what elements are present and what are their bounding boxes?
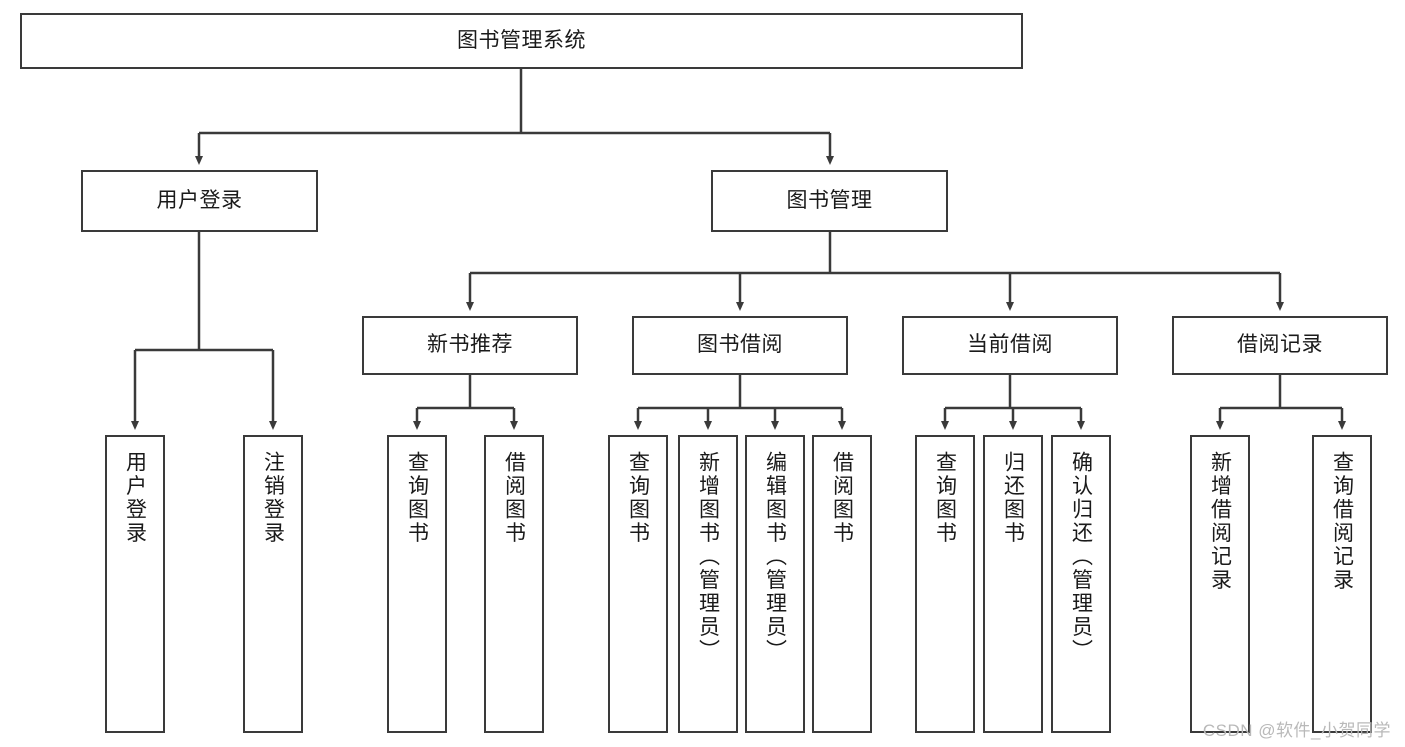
node-borrow-record[interactable]: 借阅记录 (1172, 316, 1388, 375)
node-book-borrow-label: 图书借阅 (697, 333, 783, 357)
node-current-borrow-label: 当前借阅 (967, 333, 1053, 357)
node-leaf-add-book[interactable]: 新增图书（管理员） (678, 435, 738, 733)
node-leaf-query-book-rec[interactable]: 查询图书 (387, 435, 447, 733)
node-root[interactable]: 图书管理系统 (20, 13, 1023, 69)
node-user-login-label: 用户登录 (156, 188, 243, 212)
edge-group-book-manage (466, 232, 1284, 311)
node-leaf-add-book-label: 新增图书（管理员） (696, 451, 720, 663)
node-current-borrow[interactable]: 当前借阅 (902, 316, 1118, 375)
edge-group-borrow-record (1216, 375, 1346, 430)
node-leaf-query-book-borrow[interactable]: 查询图书 (608, 435, 668, 733)
edge-group-new-book-recommend (413, 375, 518, 430)
node-leaf-confirm-return[interactable]: 确认归还（管理员） (1051, 435, 1111, 733)
edge-group-book-borrow (634, 375, 846, 430)
node-leaf-query-book-rec-label: 查询图书 (405, 451, 429, 545)
node-book-borrow[interactable]: 图书借阅 (632, 316, 848, 375)
edge-group-user-login (131, 232, 277, 430)
node-leaf-confirm-return-label: 确认归还（管理员） (1069, 451, 1093, 663)
node-new-book-recommend[interactable]: 新书推荐 (362, 316, 578, 375)
node-user-login[interactable]: 用户登录 (81, 170, 318, 232)
node-leaf-query-record[interactable]: 查询借阅记录 (1312, 435, 1372, 733)
node-leaf-user-login-label: 用户登录 (123, 451, 147, 545)
node-leaf-user-logout[interactable]: 注销登录 (243, 435, 303, 733)
node-leaf-borrow-book-label: 借阅图书 (830, 451, 854, 545)
node-leaf-query-book-current-label: 查询图书 (933, 451, 957, 545)
node-leaf-add-record[interactable]: 新增借阅记录 (1190, 435, 1250, 733)
node-new-book-recommend-label: 新书推荐 (427, 333, 513, 357)
node-leaf-borrow-book-rec[interactable]: 借阅图书 (484, 435, 544, 733)
node-leaf-borrow-book[interactable]: 借阅图书 (812, 435, 872, 733)
node-leaf-return-book-label: 归还图书 (1001, 451, 1025, 545)
node-leaf-user-login[interactable]: 用户登录 (105, 435, 165, 733)
node-leaf-edit-book-label: 编辑图书（管理员） (763, 451, 787, 663)
node-leaf-user-logout-label: 注销登录 (261, 451, 285, 545)
node-leaf-add-record-label: 新增借阅记录 (1208, 451, 1232, 592)
node-leaf-borrow-book-rec-label: 借阅图书 (502, 451, 526, 545)
csdn-watermark: CSDN @软件_小贺同学 (1202, 721, 1391, 740)
node-leaf-query-book-borrow-label: 查询图书 (626, 451, 650, 545)
node-borrow-record-label: 借阅记录 (1237, 333, 1323, 357)
node-book-manage[interactable]: 图书管理 (711, 170, 948, 232)
node-root-label: 图书管理系统 (457, 28, 586, 52)
node-leaf-edit-book[interactable]: 编辑图书（管理员） (745, 435, 805, 733)
node-book-manage-label: 图书管理 (786, 188, 873, 212)
edge-group-current-borrow (941, 375, 1085, 430)
node-leaf-return-book[interactable]: 归还图书 (983, 435, 1043, 733)
node-leaf-query-book-current[interactable]: 查询图书 (915, 435, 975, 733)
node-leaf-query-record-label: 查询借阅记录 (1330, 451, 1354, 592)
edge-group-root (195, 69, 834, 165)
